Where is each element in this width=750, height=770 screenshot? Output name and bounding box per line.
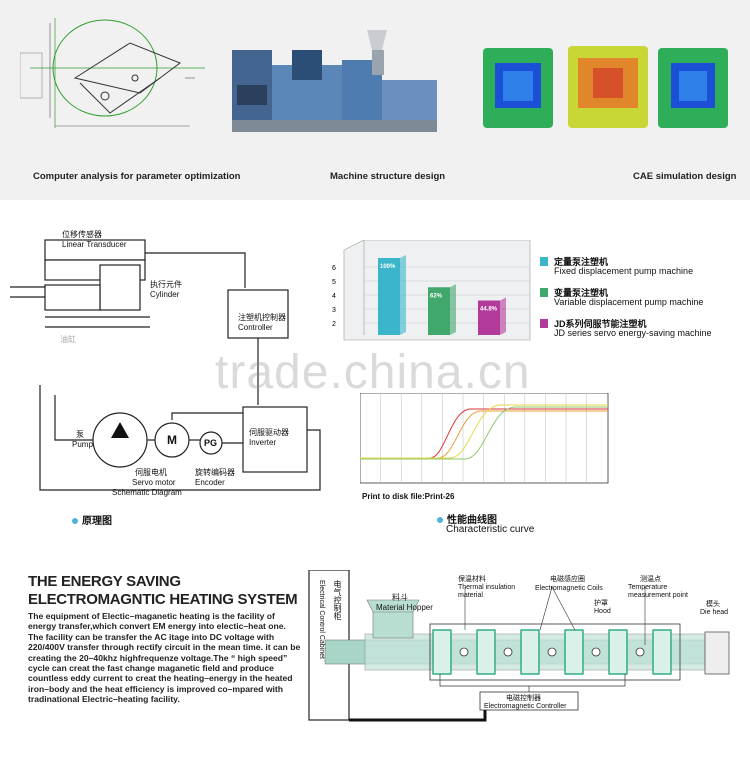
y-tick-label: 4: [332, 293, 336, 300]
insulation-label-en: Thermal insulation material: [458, 584, 516, 599]
legend-swatch: [540, 288, 548, 297]
legend-label-cn: 定量泵注塑机: [554, 257, 609, 267]
pump-label-en: Pump: [72, 440, 93, 449]
hopper-label-en: Material Hopper: [376, 603, 433, 612]
inverter-label-en: Inverter: [249, 438, 277, 447]
die-head-label-en: Die head: [700, 609, 729, 616]
bar-side: [450, 284, 456, 335]
encoder-label-cn: 旋转编码器: [195, 468, 235, 477]
y-tick-label: 2: [332, 321, 336, 328]
section-title-line1: THE ENERGY SAVING: [28, 573, 181, 590]
cylinder-label-en: Cylinder: [150, 290, 180, 299]
pump-label-cn: 泵: [76, 430, 84, 439]
print-label: Print to disk file:Print-26: [362, 492, 455, 501]
y-tick-label: 6: [332, 265, 336, 272]
bar-value-label: 100%: [380, 264, 396, 270]
machine-structure-drawing: [232, 30, 437, 132]
cae-simulation-drawing: [483, 46, 728, 128]
bar: [428, 287, 450, 335]
bar-side: [400, 255, 406, 335]
cae-caption: CAE simulation design: [633, 171, 737, 182]
cabinet-label-en: Electrical Control Cabinet: [318, 580, 325, 659]
transducer-label-en: Linear Transducer: [62, 240, 127, 249]
parameter-analysis-drawing: [20, 18, 205, 128]
schematic-diagram: [10, 239, 321, 491]
legend-label-cn: JD系列伺服节能注塑机: [554, 319, 647, 329]
temp-label-en: Temperature measurement point: [628, 584, 688, 599]
transducer-label-cn: 位移传感器: [62, 230, 102, 239]
schematic-caption-text: 原理图: [82, 516, 112, 527]
hood-label-en: Hood: [594, 608, 611, 615]
temp-label-cn: 测温点: [640, 576, 661, 583]
bar-value-label: 44.8%: [480, 307, 498, 313]
curve-caption-en: Characteristic curve: [446, 524, 535, 535]
bar: [378, 258, 400, 335]
cabinet-label-cn: 电气控制柜: [333, 580, 342, 620]
insulation-label-cn: 保温材料: [458, 576, 486, 583]
cylinder-label-cn: 执行元件: [150, 280, 182, 289]
legend-swatch: [540, 319, 548, 328]
section-title-line2: ELECTROMAGNTIC HEATING SYSTEM: [28, 591, 298, 608]
watermark: trade.china.cn: [215, 346, 531, 399]
schematic-caption: 原理图: [72, 512, 112, 527]
legend-label-en: Fixed displacement pump machine: [554, 266, 694, 276]
curve-caption-cn: 性能曲线图: [437, 511, 497, 526]
pg-symbol: PG: [204, 438, 218, 448]
hopper-label-cn: 料斗: [392, 593, 408, 602]
servo-label-en: Servo motor: [132, 478, 176, 487]
em-controller-label-cn: 电磁控制器: [506, 695, 541, 702]
coils-label-en: Electromagnetic Coils: [535, 585, 603, 592]
inverter-label-cn: 伺服驱动器: [249, 428, 289, 437]
encoder-label-en: Encoder: [195, 478, 225, 487]
section-paragraph: The equipment of Electic–maganetic heati…: [28, 611, 301, 705]
controller-label-en: Controller: [238, 323, 273, 332]
curve-caption-cn-text: 性能曲线图: [447, 515, 497, 526]
controller-label-cn: 注塑机控制器: [238, 313, 286, 322]
bar: [478, 300, 500, 335]
structure-caption: Machine structure design: [330, 171, 446, 182]
coils-label-cn: 电磁感应圈: [550, 576, 585, 583]
servo-label-cn: 伺服电机: [135, 468, 167, 477]
die-head-label-cn: 模头: [706, 601, 720, 608]
analysis-caption: Computer analysis for parameter optimiza…: [33, 171, 241, 182]
bullet-icon: [437, 517, 443, 524]
bar-value-label: 62%: [430, 293, 443, 299]
legend-label-en: Variable displacement pump machine: [554, 297, 704, 307]
heating-system-diagram: [308, 570, 730, 722]
cylinder-oil-label: 油缸: [60, 335, 76, 344]
hood-label-cn: 护罩: [594, 600, 608, 607]
y-tick-label: 5: [332, 279, 336, 286]
em-controller-label-en: Electromagnetic Controller: [484, 703, 567, 710]
legend-label-en: JD series servo energy-saving machine: [554, 328, 712, 338]
legend-swatch: [540, 257, 548, 266]
bar-side: [500, 297, 506, 335]
schematic-diagram-label: Schematic Diagram: [112, 488, 182, 497]
y-tick-label: 3: [332, 307, 336, 314]
legend-label-cn: 变量泵注塑机: [554, 288, 609, 298]
bullet-icon: [72, 518, 78, 525]
motor-symbol: M: [167, 433, 177, 447]
energy-bar-chart: 2 3 4 5 6 100% 62% 44.8%: [332, 240, 531, 341]
characteristic-curve-plot: [360, 393, 609, 484]
